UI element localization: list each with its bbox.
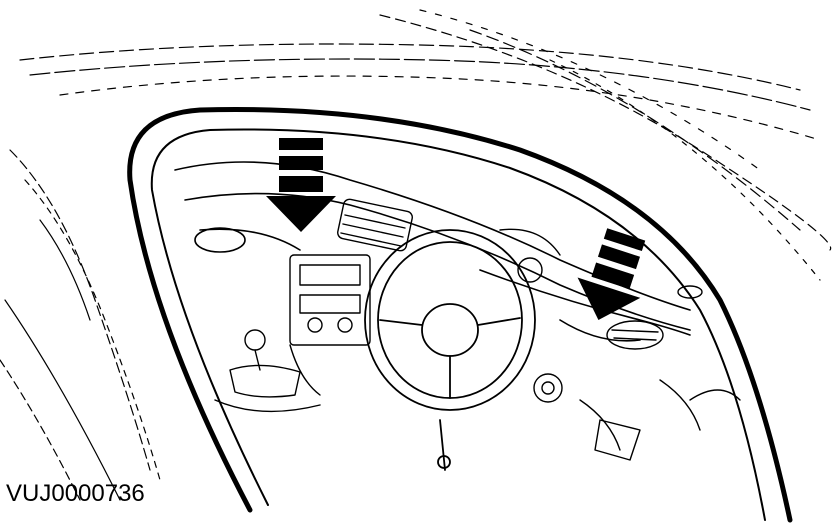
instrument-cluster xyxy=(499,228,561,283)
figure-code: VUJ0000736 xyxy=(6,480,145,507)
steering-wheel xyxy=(364,229,536,471)
down-arrow-icon xyxy=(266,138,336,232)
down-left-arrow-icon xyxy=(577,228,646,321)
right-vent xyxy=(606,285,703,350)
left-body-lines xyxy=(0,149,161,501)
lower-right-parts xyxy=(533,373,741,461)
door-frame xyxy=(127,107,793,523)
roof-lines xyxy=(19,9,832,281)
gear-lever xyxy=(214,329,321,413)
center-console xyxy=(289,254,371,396)
center-vents xyxy=(337,198,413,252)
